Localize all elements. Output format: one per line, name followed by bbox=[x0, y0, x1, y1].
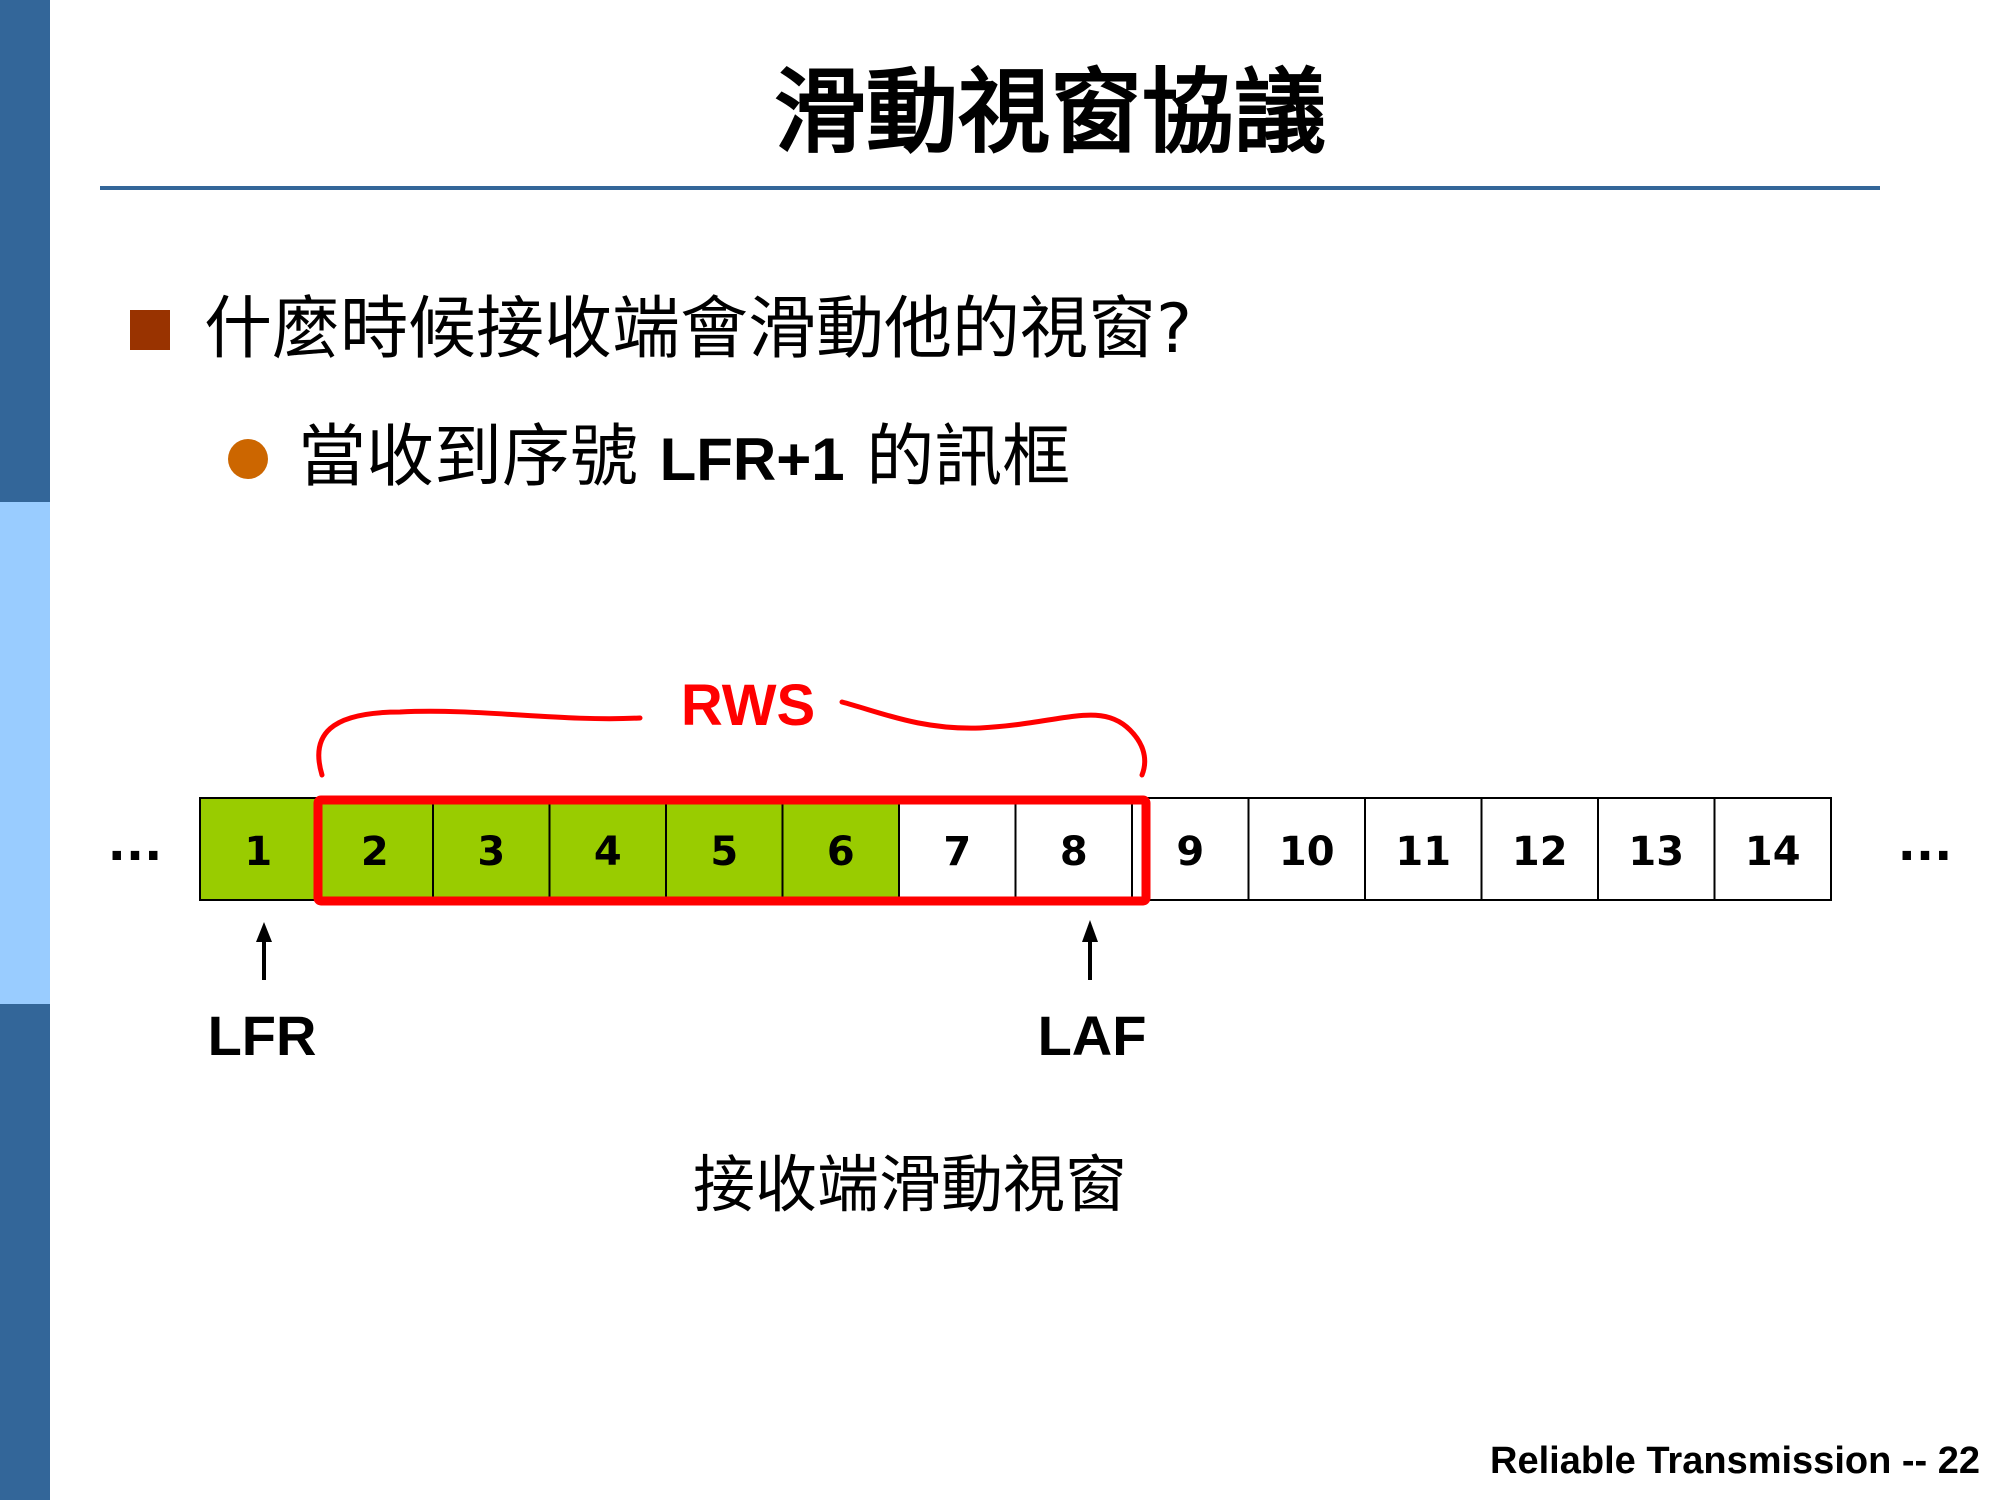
frame-cell bbox=[1247, 797, 1366, 901]
frame-box: 9 bbox=[1131, 797, 1250, 901]
window-brace-right bbox=[839, 699, 1148, 778]
bullet-level-1: 什麼時候接收端會滑動他的視窗? bbox=[130, 285, 1192, 375]
frame-number: 5 bbox=[710, 829, 738, 875]
diagram-caption: 接收端滑動視窗 bbox=[692, 1148, 1127, 1221]
laf-pointer-label: LAF bbox=[1038, 1004, 1147, 1067]
frame-cell bbox=[432, 797, 551, 901]
frame-number: 14 bbox=[1745, 829, 1801, 875]
frame-box: 13 bbox=[1597, 797, 1716, 901]
bullet-2-text-end: 的訊框 bbox=[844, 418, 1071, 497]
frame-number: 7 bbox=[943, 829, 971, 875]
bullet-2-code: LFR+1 bbox=[659, 426, 845, 493]
window-label: RWS bbox=[681, 673, 815, 738]
window-brace-left bbox=[316, 708, 643, 778]
frame-box: 6 bbox=[781, 797, 900, 901]
frame-box: 5 bbox=[665, 797, 784, 901]
bullet-level-2: 當收到序號 LFR+1 的訊框 bbox=[228, 413, 1070, 505]
frame-box: 4 bbox=[548, 797, 667, 901]
frame-box: 1 bbox=[199, 797, 318, 901]
frame-cell bbox=[1131, 797, 1250, 901]
ellipsis-right: ... bbox=[1898, 816, 1953, 872]
frame-number: 11 bbox=[1395, 829, 1451, 875]
frame-number: 12 bbox=[1512, 829, 1568, 875]
frame-number: 9 bbox=[1176, 829, 1204, 875]
frame-box: 8 bbox=[1014, 797, 1133, 901]
frame-number: 6 bbox=[827, 829, 855, 875]
frame-cell bbox=[1480, 797, 1599, 901]
frame-number: 3 bbox=[477, 829, 505, 875]
frame-cell bbox=[199, 797, 318, 901]
frame-box: 11 bbox=[1364, 797, 1483, 901]
frame-box: 12 bbox=[1480, 797, 1599, 901]
square-bullet-icon bbox=[130, 310, 170, 350]
frame-cell bbox=[1364, 797, 1483, 901]
bullet-2-text-start: 當收到序號 bbox=[298, 418, 660, 497]
frame-box: 2 bbox=[315, 797, 434, 901]
frame-box: 3 bbox=[432, 797, 551, 901]
dot-bullet-icon bbox=[228, 439, 268, 479]
slide-title: 滑動視窗協議 bbox=[773, 59, 1326, 166]
side-bar-bottom bbox=[0, 1004, 50, 1500]
frame-box: 7 bbox=[898, 797, 1017, 901]
frame-box: 14 bbox=[1713, 797, 1832, 901]
bullet-1-text: 什麼時候接收端會滑動他的視窗? bbox=[204, 290, 1193, 369]
receive-window-box bbox=[313, 795, 1151, 906]
side-bar-top bbox=[0, 0, 50, 502]
side-bar-middle bbox=[0, 502, 50, 1004]
lfr-pointer-label: LFR bbox=[208, 1004, 317, 1067]
title-divider bbox=[100, 186, 1880, 190]
frame-number: 2 bbox=[361, 829, 389, 875]
frame-number: 8 bbox=[1060, 829, 1088, 875]
bullet-2-text: 當收到序號 LFR+1 的訊框 bbox=[298, 413, 1070, 505]
laf-pointer-arrow-icon bbox=[1082, 920, 1098, 980]
frame-number: 10 bbox=[1279, 829, 1335, 875]
frame-number: 13 bbox=[1628, 829, 1684, 875]
slide-footer: Reliable Transmission -- 22 bbox=[1490, 1440, 1980, 1482]
frame-box: 10 bbox=[1247, 797, 1366, 901]
frame-number: 4 bbox=[594, 829, 622, 875]
frame-number: 1 bbox=[244, 829, 272, 875]
ellipsis-left: ... bbox=[108, 816, 163, 872]
frame-cell bbox=[1713, 797, 1832, 901]
lfr-pointer-arrow-icon bbox=[256, 922, 272, 980]
frame-cell bbox=[665, 797, 784, 901]
